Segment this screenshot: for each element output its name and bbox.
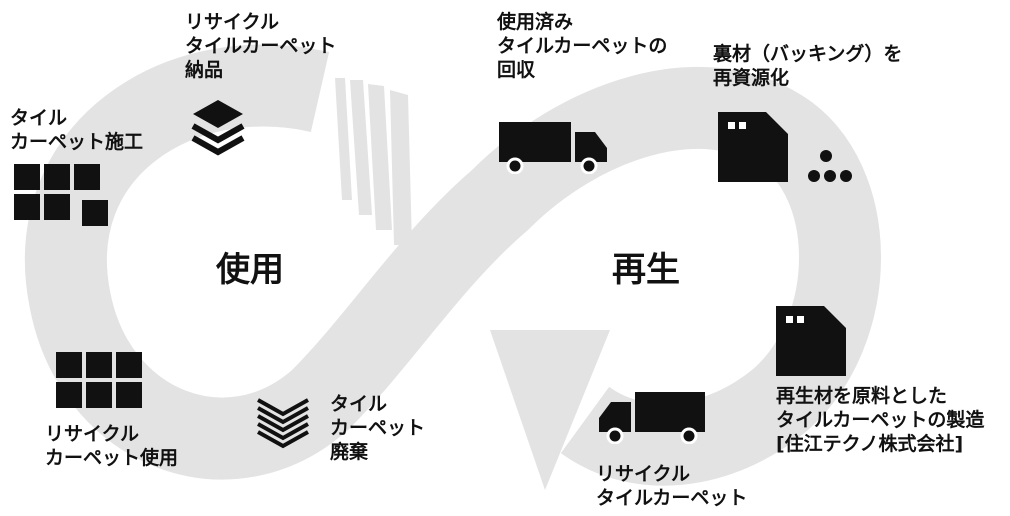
step-recycled-use-label: リサイクル カーペット使用 (45, 423, 179, 469)
fade-stripes (335, 78, 412, 245)
step-disposal-label: タイル カーペット 廃棄 (330, 393, 426, 463)
material-block-icon-2 (776, 306, 846, 376)
truck-reversed-icon (599, 392, 705, 444)
layers-stack-icon (191, 100, 245, 156)
step-recycled-delivery-label: リサイクル タイルカーペット 納品 (185, 11, 337, 81)
step-collection-label: 使用済み タイルカーペットの 回収 (497, 11, 668, 81)
striped-layers-icon (257, 398, 309, 449)
left-loop-hole (150, 170, 350, 354)
step-recycled-carpet-label: リサイクル タイルカーペット (596, 463, 748, 509)
step-installation-label: タイル カーペット施工 (10, 107, 144, 153)
step-backing-recycle-label: 裏材（バッキング）を 再資源化 (713, 43, 903, 89)
loop-arrowhead (490, 330, 610, 490)
step-manufacturing-label: 再生材を原料とした タイルカーペットの製造 [住江テクノ株式会社] (776, 385, 985, 455)
tile-grid-icon (56, 352, 142, 408)
use-label: 使用 (216, 250, 284, 290)
truck-icon (499, 122, 607, 174)
regen-label: 再生 (612, 250, 680, 290)
infinity-loop-band (24, 44, 881, 486)
floor-tiles-icon (14, 164, 108, 226)
right-loop-hole (565, 184, 755, 340)
material-block-icon (718, 112, 852, 182)
